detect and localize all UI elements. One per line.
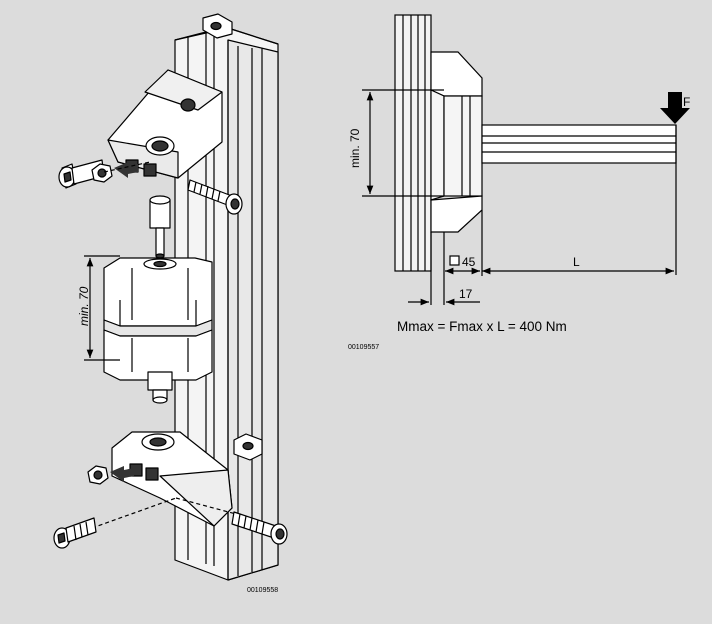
profile-section <box>394 14 432 272</box>
clamp-block <box>103 257 213 404</box>
upper-angle-bracket <box>107 69 223 179</box>
moment-formula: Mmax = Fmax x L = 400 Nm <box>397 319 567 334</box>
horizontal-arm <box>481 124 677 275</box>
upper-hex-nut <box>91 163 113 183</box>
left-dimension-min70 <box>84 255 120 361</box>
left-assembly-drawing <box>53 13 288 581</box>
upper-threaded-screw <box>187 179 243 215</box>
dim-45-label: 45 <box>462 255 476 269</box>
cylinder-pin <box>149 195 171 259</box>
right-figure-id: 00109557 <box>348 344 379 351</box>
vertical-profile <box>174 27 279 581</box>
right-section-drawing <box>362 14 690 306</box>
dimension-45-and-L <box>430 210 674 305</box>
lower-assembly-arrow <box>110 466 134 482</box>
lower-cap-screw <box>53 517 97 549</box>
dim-17-label: 17 <box>459 287 473 301</box>
dim-L-label: L <box>573 255 580 269</box>
left-figure-id: 00109558 <box>247 587 278 594</box>
right-dimension-min70 <box>362 89 444 197</box>
force-arrow <box>660 92 690 124</box>
lower-angle-bracket <box>111 431 233 527</box>
lower-hex-nut <box>87 465 109 485</box>
lower-threaded-screw <box>231 511 288 545</box>
left-min70-label: min. 70 <box>77 286 91 326</box>
lower-t-nut <box>233 433 263 461</box>
top-t-nut <box>202 13 233 39</box>
right-min70-label: min. 70 <box>348 128 362 168</box>
clamp-section <box>430 51 483 233</box>
force-label: F <box>683 95 690 109</box>
